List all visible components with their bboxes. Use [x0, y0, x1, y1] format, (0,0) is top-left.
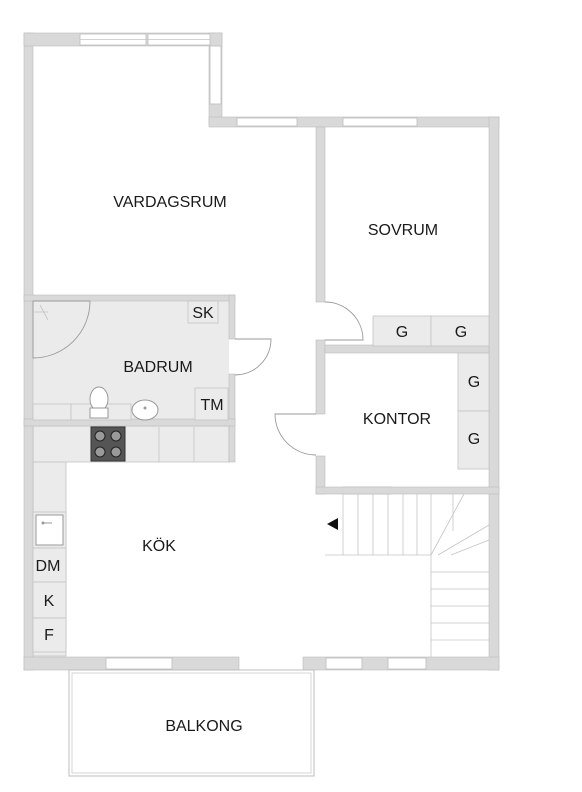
room-label-balkong: BALKONG	[165, 718, 242, 735]
label-f: F	[44, 627, 54, 644]
f-appliance	[32, 617, 67, 653]
label-k: K	[44, 593, 55, 610]
stair-arrow-icon	[327, 518, 338, 530]
sk-cabinet	[187, 300, 219, 324]
doors	[234, 301, 364, 456]
room-label-badrum: BADRUM	[123, 359, 192, 376]
tm-machine	[194, 387, 229, 421]
kitchen-sink-icon	[35, 514, 64, 546]
label-wardrobe-4: G	[468, 431, 480, 448]
room-label-sovrum: SOVRUM	[368, 222, 438, 239]
balcony-outline	[68, 669, 315, 777]
room-label-kok: KÖK	[142, 537, 176, 555]
staircase	[325, 493, 490, 657]
label-wardrobe-3: G	[468, 374, 480, 391]
stove-icon	[90, 426, 126, 462]
toilet-icon	[89, 386, 109, 412]
dm-appliance	[32, 547, 67, 583]
interior-walls	[23, 126, 500, 495]
bathroom-fixtures	[32, 300, 229, 421]
sink-icon	[131, 399, 159, 421]
label-tm: TM	[200, 397, 223, 414]
kitchen-counter-top	[32, 425, 230, 463]
wardrobes	[372, 315, 490, 470]
room-label-vardagsrum: VARDAGSRUM	[113, 194, 227, 211]
label-dm: DM	[36, 558, 61, 575]
label-wardrobe-1: G	[396, 324, 408, 341]
label-sk: SK	[192, 305, 214, 322]
room-label-kontor: KONTOR	[363, 411, 431, 428]
kitchen-fixtures	[32, 426, 195, 653]
label-wardrobe-2: G	[455, 324, 467, 341]
